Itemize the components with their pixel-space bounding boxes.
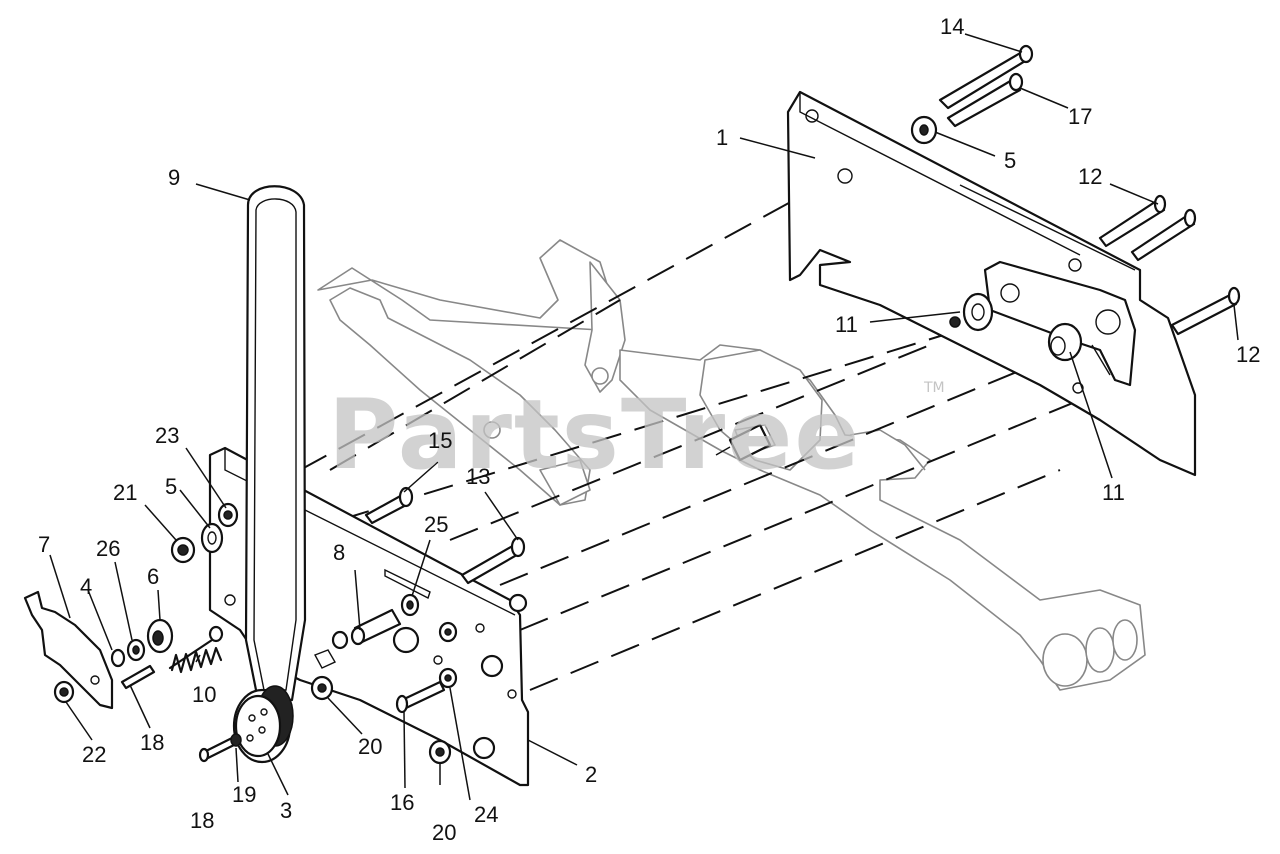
watermark: PartsTree TM xyxy=(328,379,945,491)
part-20-nut-lower xyxy=(428,739,452,765)
callout-5-upper[interactable]: 5 xyxy=(1004,148,1016,173)
callout-21[interactable]: 21 xyxy=(113,480,137,505)
callout-15[interactable]: 15 xyxy=(428,428,452,453)
callout-19[interactable]: 19 xyxy=(232,782,256,807)
ghost-pedal-assembly xyxy=(317,239,626,506)
part-18-pin-lower xyxy=(198,736,238,763)
callout-3[interactable]: 3 xyxy=(280,798,292,823)
callout-9[interactable]: 9 xyxy=(168,165,180,190)
callout-6[interactable]: 6 xyxy=(147,564,159,589)
callout-23[interactable]: 23 xyxy=(155,423,179,448)
part-21-nut xyxy=(170,536,196,564)
part-26-washer xyxy=(126,638,146,662)
shaft-spacer xyxy=(715,423,772,462)
callout-18-left[interactable]: 18 xyxy=(140,730,164,755)
part-6-bearing xyxy=(146,618,174,654)
callout-labels: 1 2 3 4 5 5 6 7 8 9 10 11 11 12 12 13 14… xyxy=(38,14,1260,845)
callout-8[interactable]: 8 xyxy=(333,540,345,565)
part-17-pin xyxy=(946,72,1024,128)
part-12-bolt-right xyxy=(1170,286,1241,336)
callout-11-upper[interactable]: 11 xyxy=(835,312,858,337)
callout-11-lower[interactable]: 11 xyxy=(1102,480,1125,505)
callout-5-lower[interactable]: 5 xyxy=(165,474,177,499)
alignment-lines xyxy=(299,174,1081,691)
part-16-bolt xyxy=(395,680,446,714)
part-1-mounting-bracket xyxy=(786,90,1197,477)
leader-lines xyxy=(49,33,1239,801)
part-9-belt xyxy=(244,185,307,702)
part-10-spring xyxy=(168,634,223,674)
watermark-text: PartsTree xyxy=(328,379,861,491)
part-11-bushing-upper xyxy=(949,292,994,332)
callout-12-right[interactable]: 12 xyxy=(1236,342,1260,367)
part-20-nut-upper xyxy=(310,675,334,701)
part-13-bolt xyxy=(460,536,526,585)
callout-26[interactable]: 26 xyxy=(96,536,120,561)
callout-20-upper[interactable]: 20 xyxy=(358,734,382,759)
part-7-lever-bracket xyxy=(23,590,114,710)
part-4-bushing xyxy=(110,648,126,668)
callout-7[interactable]: 7 xyxy=(38,532,50,557)
callout-17[interactable]: 17 xyxy=(1068,104,1092,129)
callout-12-upper[interactable]: 12 xyxy=(1078,164,1102,189)
part-22-nut xyxy=(53,680,75,704)
callout-18-lower[interactable]: 18 xyxy=(190,808,214,833)
part-15-bolt xyxy=(364,486,414,525)
part-5-washer-upper xyxy=(910,115,938,145)
callout-25[interactable]: 25 xyxy=(424,512,448,537)
part-24-nut xyxy=(438,667,458,689)
part-23-nut xyxy=(217,502,239,528)
callout-10[interactable]: 10 xyxy=(192,682,216,707)
callout-22[interactable]: 22 xyxy=(82,742,106,767)
callout-1[interactable]: 1 xyxy=(716,125,728,150)
part-8-shaft xyxy=(331,608,402,650)
part-11-bushing-lower xyxy=(1047,322,1083,362)
part-3-sprocket xyxy=(232,685,294,764)
hex-nut-plate xyxy=(208,621,458,643)
part-12-bolt-pair xyxy=(1098,194,1197,262)
callout-24[interactable]: 24 xyxy=(474,802,498,827)
part-25-nut xyxy=(400,593,420,617)
part-5-washer-lower xyxy=(200,522,224,554)
callout-20-lower[interactable]: 20 xyxy=(432,820,456,845)
part-18-pin-left xyxy=(120,664,156,690)
callout-4[interactable]: 4 xyxy=(80,574,92,599)
callout-14[interactable]: 14 xyxy=(940,14,964,39)
callout-2[interactable]: 2 xyxy=(585,762,597,787)
callout-16[interactable]: 16 xyxy=(390,790,414,815)
part-19-washer xyxy=(230,733,242,747)
callout-13[interactable]: 13 xyxy=(466,464,490,489)
watermark-trademark: TM xyxy=(923,380,945,396)
part-14-pin xyxy=(938,44,1034,110)
